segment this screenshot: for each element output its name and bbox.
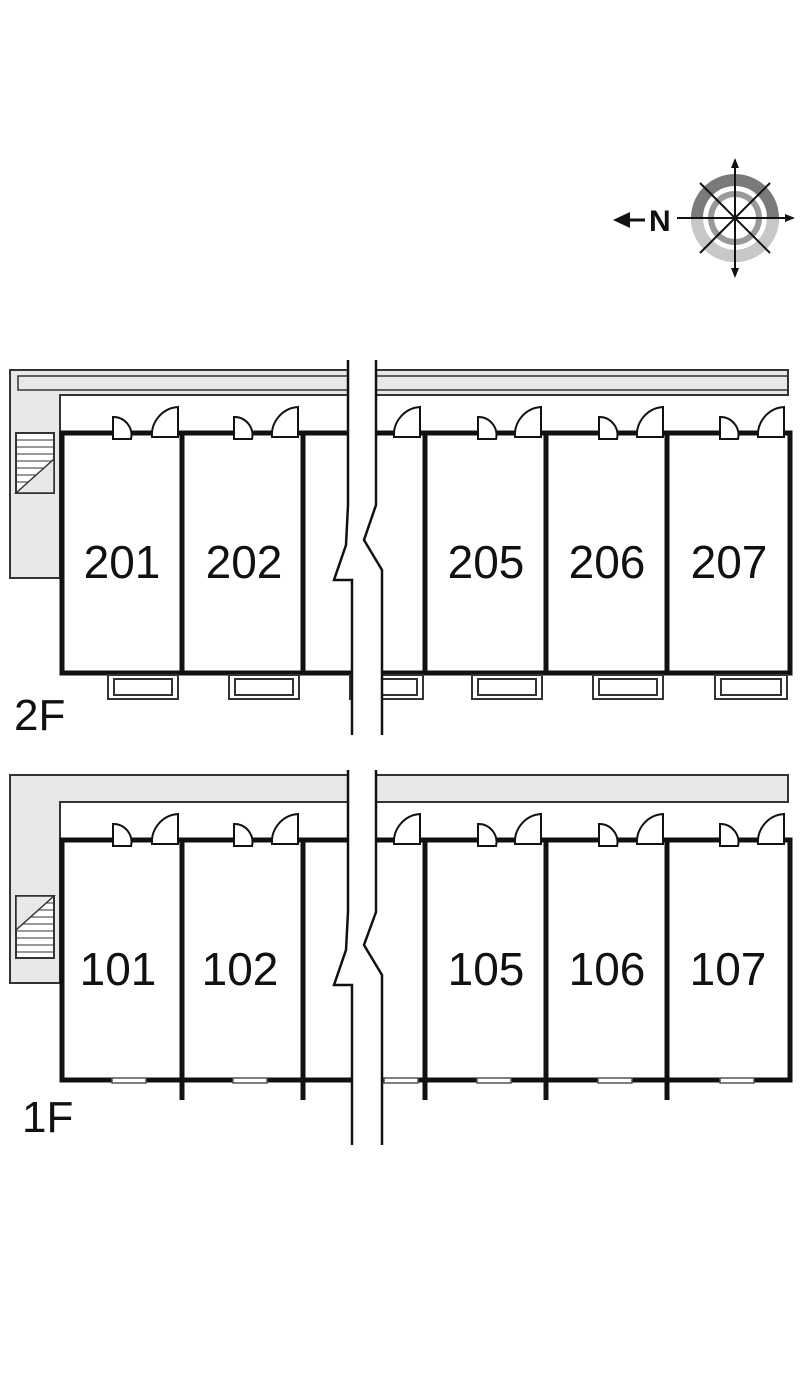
unit-label: 107: [690, 943, 767, 995]
break-mark: [332, 360, 384, 735]
unit-label: 101: [80, 943, 157, 995]
corridor-2f: [9, 369, 789, 579]
floor-label: 2F: [14, 691, 65, 740]
unit-label: 106: [569, 943, 646, 995]
unit-label: 205: [448, 536, 525, 588]
unit-label: 102: [202, 943, 279, 995]
floor-2f-plan: 201 202 205 206 207 2F: [9, 360, 793, 740]
unit-label: 201: [84, 536, 161, 588]
floor-label: 1F: [22, 1093, 73, 1142]
unit-label: 207: [691, 536, 768, 588]
compass-icon: N: [613, 158, 795, 278]
break-mark: [332, 770, 384, 1145]
unit-label: 206: [569, 536, 646, 588]
unit-label: 105: [448, 943, 525, 995]
compass-north-letter: N: [649, 205, 671, 238]
stairs-icon: [15, 895, 56, 959]
stairs-icon: [14, 432, 55, 494]
floor-1f-plan: 101 102 105 106 107 1F: [9, 770, 793, 1145]
unit-label: 202: [206, 536, 283, 588]
balconies-2f: [107, 674, 788, 700]
